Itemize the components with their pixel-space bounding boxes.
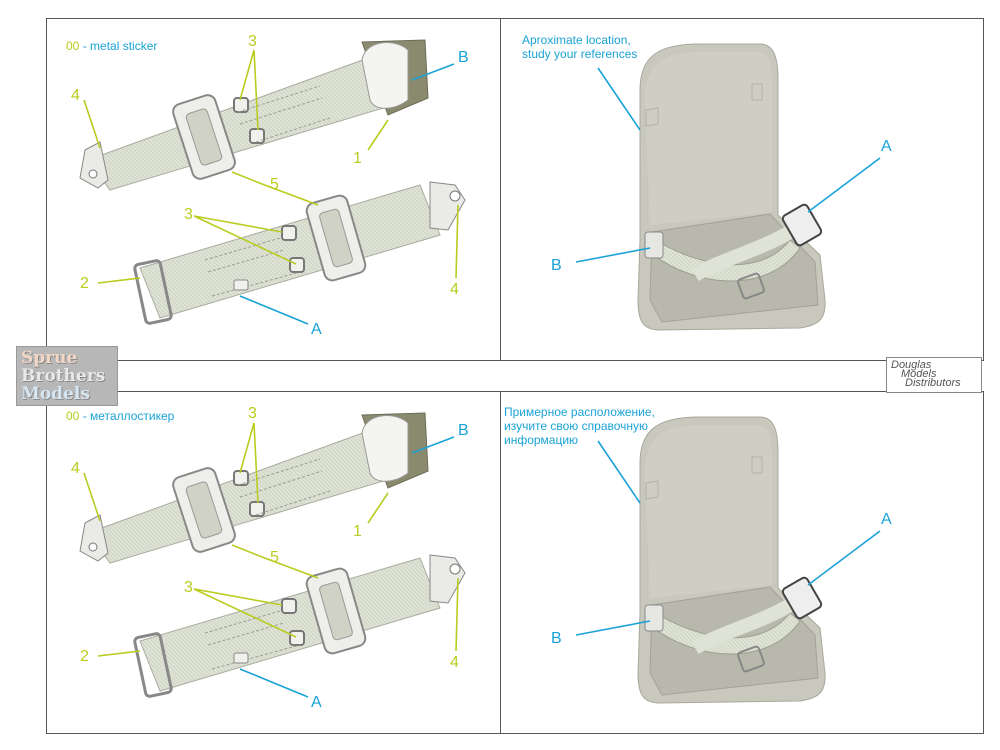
location-note: Aproximate location, study your referenc…	[522, 33, 637, 61]
callout-B: B	[458, 49, 469, 66]
seat-drawing-top	[576, 44, 880, 330]
dmd-logo: Douglas Models Distributors	[886, 357, 982, 393]
location-line-2-ru: изучите свою справочную	[504, 419, 649, 433]
callout-3: 3	[248, 33, 257, 50]
seat-callout-A: A	[881, 138, 892, 155]
logo-line-brothers: Brothers	[21, 366, 106, 386]
sticker-code: 00	[66, 39, 80, 53]
bottom-frame	[46, 391, 984, 734]
location-note-ru: Примерное расположение, изучите свою спр…	[504, 405, 655, 447]
seat-drawing-bottom	[576, 417, 880, 703]
logo-line-models: Models	[21, 384, 90, 404]
dmd-line-1: Douglas	[891, 359, 932, 371]
top-frame	[46, 18, 984, 361]
callout-4-ru: 4	[71, 460, 80, 477]
sticker-note: 00 - metal sticker	[66, 39, 157, 53]
callout-4b: 4	[450, 281, 459, 298]
top-divider	[500, 18, 501, 360]
callout-1: 1	[353, 150, 362, 167]
callout-5-ru: 5	[270, 549, 279, 566]
callout-3b-ru: 3	[184, 579, 193, 596]
bottom-divider	[500, 391, 501, 733]
location-line-1: Aproximate location,	[522, 33, 631, 47]
callout-2: 2	[80, 275, 89, 292]
callout-3b: 3	[184, 206, 193, 223]
location-line-3-ru: информацию	[504, 433, 579, 447]
sticker-code-ru: 00	[66, 409, 80, 423]
location-line-1-ru: Примерное расположение,	[504, 405, 655, 419]
callout-4: 4	[71, 87, 80, 104]
location-line-2: study your references	[522, 47, 638, 61]
callout-A: A	[311, 321, 322, 338]
dmd-line-3: Distributors	[905, 377, 961, 389]
seat-callout-B-ru: B	[551, 630, 562, 647]
callout-1-ru: 1	[353, 523, 362, 540]
dmd-line-2: Models	[901, 368, 937, 380]
callout-5: 5	[270, 176, 279, 193]
sticker-text-ru: - металлостикер	[82, 409, 175, 423]
seat-callout-A-ru: A	[881, 511, 892, 528]
callout-4b-ru: 4	[450, 654, 459, 671]
sticker-note-ru: 00 - металлостикер	[66, 409, 174, 423]
callout-B-ru: B	[458, 422, 469, 439]
callout-3-ru: 3	[248, 405, 257, 422]
logo-line-sprue: Sprue	[21, 348, 78, 368]
sticker-text: - metal sticker	[82, 39, 158, 53]
callout-2-ru: 2	[80, 648, 89, 665]
sprue-brothers-logo: Sprue Brothers Models	[16, 346, 118, 406]
callout-A-ru: A	[311, 694, 322, 711]
seat-callout-B: B	[551, 257, 562, 274]
